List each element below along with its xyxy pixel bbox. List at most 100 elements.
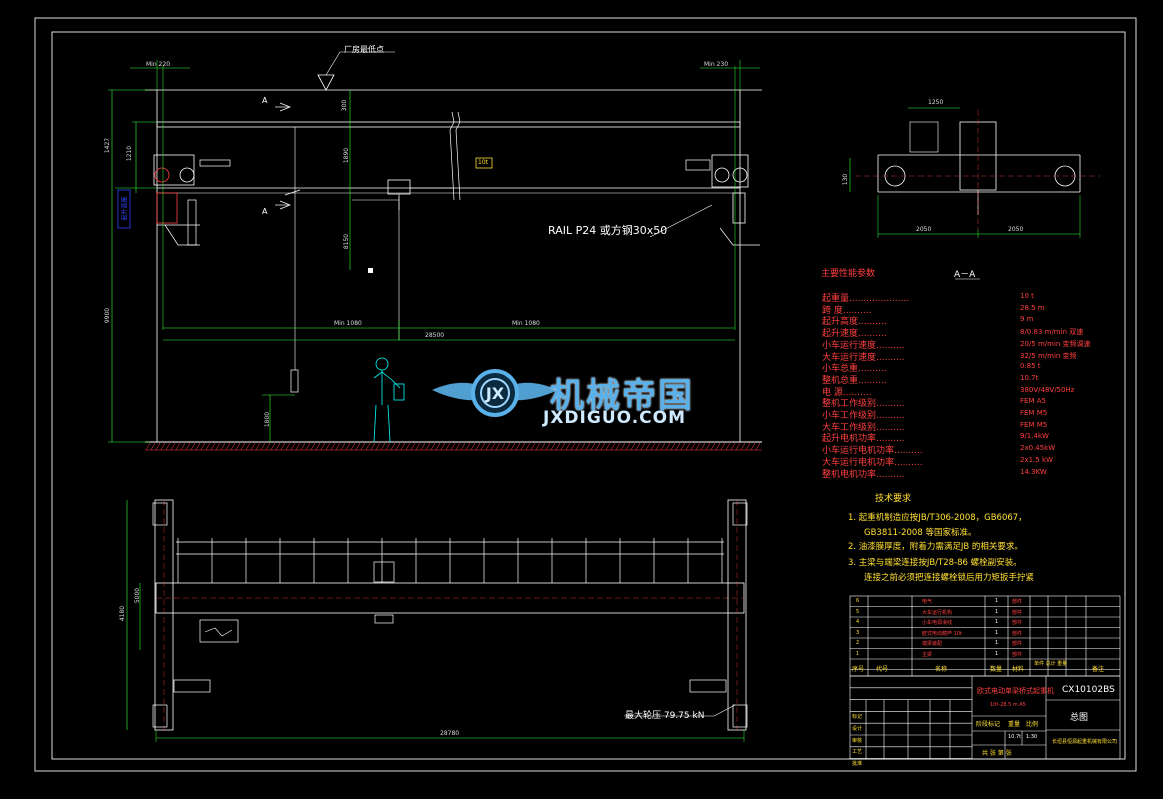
front-view [108,51,762,451]
side-dim-bottom-right: 2050 [1008,226,1024,233]
parts-header-weight: 单件 总计 重量 [1034,661,1068,667]
parts-row-qty: 1 [995,608,999,615]
tb-sign-row-label: 工艺 [852,749,863,756]
inner-border [51,31,1126,760]
param-label: 电 源.......... [822,387,872,398]
tb-weight: 10.7t [1008,734,1022,740]
tb-sign-row-label: 标记 [852,714,863,720]
rail-note: RAIL P24 或方钢30x50 [548,224,668,237]
section-mark-a-bottom: A [262,207,268,216]
parts-row-note: 部件 [1012,609,1023,616]
parts-row-no: 5 [856,608,860,615]
parts-row-name: 大车运行机构 [922,609,953,616]
section-title-a-a: A－A [954,270,976,280]
max-wheel-load: 最大轮压 79.75 kN [625,711,705,721]
watermark-emblem-text: JX [485,384,505,403]
requirement-item: 1. 起重机制造应按JB/T306-2008，GB6067， [848,513,1027,523]
plant-low-point-callout: 厂房最低点 [344,45,384,54]
parts-row-name: 主梁 [922,651,933,658]
param-value: 32/5 m/min 变频 [1020,351,1077,360]
parts-table-grid [849,595,1121,760]
param-value: 380V/48V/50Hz [1020,385,1075,394]
param-value: FEM M5 [1020,420,1048,429]
param-label: 整机电机功率.......... [822,469,905,480]
main-girder-top [156,121,741,128]
tb-stage-label: 阶段标记 [976,721,1001,728]
param-value: FEM M5 [1020,409,1048,417]
parts-row-no: 3 [856,629,860,636]
param-value: 20/5 m/min 变频调速 [1020,339,1091,348]
param-value: 2x0.45kW [1020,444,1056,453]
param-value: FEM A5 [1020,397,1046,406]
outer-border [34,17,1137,772]
parts-row-no: 1 [856,650,860,657]
tb-scale-label: 比例 [1026,721,1039,728]
param-label: 大车工作级别.......... [822,422,905,433]
param-value: 2x1.5 kW [1020,455,1053,464]
tb-spec: 10t-28.5 m A5 [990,702,1026,708]
dim-inner-2: 1890 [343,147,351,164]
tb-company: 长垣县恒源起重机械有限公司 [1052,739,1118,745]
dim-inner-bottom: 1800 [264,411,272,428]
param-label: 大车运行电机功率.......... [822,457,923,468]
param-label: 起升电机功率.......... [822,434,905,445]
dim-min-left: Min 220 [146,61,171,68]
requirement-item: 3. 主梁与端梁连接按JB/T28-86 螺栓副安装。 [848,558,1022,568]
params-title: 主要性能参数 [821,269,876,279]
parts-row-qty: 1 [995,629,999,636]
capacity-label: 10t [478,159,488,166]
tb-sheets: 共 张 第 张 [982,750,1012,757]
param-label: 小车工作级别.......... [822,411,905,421]
tb-product-name: 欧式电动单梁桥式起重机 [977,687,1054,695]
plan-dim-left-1: 4180 [119,605,127,622]
tb-scale: 1:30 [1026,734,1038,740]
parts-row-note: 部件 [1012,620,1023,626]
parts-row-no: 6 [856,598,860,604]
param-label: 大车运行速度.......... [822,352,905,363]
dim-span: 28500 [425,332,445,339]
param-value: 8/0.83 m/min 双速 [1020,328,1084,337]
dim-left-2: 1210 [126,145,134,162]
parts-header-note: 备注 [1092,666,1105,673]
plan-dim-left-2: 5000 [134,587,142,604]
dim-left-blue: 起升高度 [121,196,129,221]
param-label: 起升速度.......... [822,329,887,340]
param-value: 10.7t [1020,373,1039,382]
parts-row-qty: 1 [995,650,999,657]
dim-left-1: 1427 [104,137,112,154]
param-value: 9 m [1020,315,1034,324]
parts-row-name: 小车电源滑线 [922,620,953,626]
plan-dim-bottom: 28780 [440,730,460,737]
param-value: 28.5 m [1020,303,1045,312]
dim-inner-1: 300 [341,99,349,112]
param-value: 9/1.4kW [1020,432,1049,441]
dim-min-1080-right: Min 1080 [512,320,540,327]
parts-header-name: 名称 [935,666,948,673]
tb-weight-label: 重量 [1008,721,1021,728]
watermark-emblem: JX [432,369,558,417]
tb-drawing-no: CX10102BS [1062,685,1115,695]
requirement-item: 2. 油漆膜厚度，附着力需满足JB 的相关要求。 [848,542,1023,552]
dim-min-right: Min 230 [704,61,729,68]
parts-header-code: 代号 [876,666,889,673]
param-value: 14.3KW [1020,467,1047,476]
param-label: 小车总重.......... [822,364,887,375]
parts-row-qty: 1 [995,619,999,625]
watermark-brand-cn: 机械帝国 [550,376,694,416]
dim-inner-3: 8150 [343,233,351,250]
param-label: 整机工作级别.......... [822,399,905,410]
parts-row-name: 端梁装配 [922,641,943,647]
parts-row-qty: 1 [995,598,999,604]
dim-min-1080-left: Min 1080 [334,320,362,327]
requirement-item: 连接之前必须把连接螺栓锁后用力矩扳手拧紧 [864,573,1035,583]
param-label: 整机总重.......... [822,375,887,386]
side-view-a-a [849,107,1100,280]
parts-row-name: 欧式电动葫芦 10t [922,630,962,637]
tb-sign-row-label: 设计 [852,725,863,732]
parts-header-no: 序号 [852,666,865,673]
parts-row-note: 部件 [1012,630,1023,637]
parts-header-qty: 数量 [990,666,1003,673]
side-dim-bottom-left: 2050 [916,226,932,233]
parts-row-name: 电气 [922,599,933,605]
